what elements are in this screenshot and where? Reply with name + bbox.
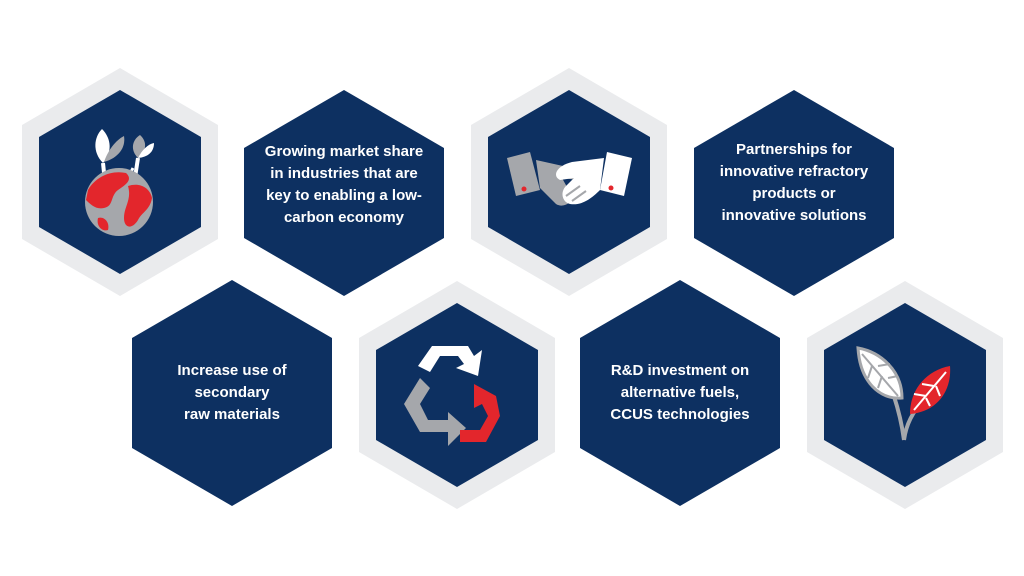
hex-tile-market-share (244, 90, 444, 296)
globe-with-sprouts-icon (85, 129, 154, 236)
hex-label-market-share: Growing market share in industries that … (264, 143, 424, 226)
hex-tile-leaves (807, 281, 1003, 509)
hex-tile-handshake (471, 68, 667, 296)
hex-tile-partnerships (694, 90, 894, 296)
hex-label-rnd: R&D investment on alternative fuels, CCU… (610, 362, 750, 423)
hex-tile-rnd (580, 280, 780, 506)
hex-label-partnerships: Partnerships for innovative refractory p… (719, 141, 869, 224)
leaves-icon (856, 346, 951, 441)
recycle-icon (404, 346, 500, 446)
hex-body (580, 280, 780, 506)
hex-body (376, 303, 538, 487)
hex-tile-secondary-materials (132, 280, 332, 506)
hex-body (488, 90, 650, 274)
hex-tile-globe (22, 68, 218, 296)
hex-label-secondary-materials: Increase use of secondary raw materials (177, 362, 287, 423)
hex-body (244, 90, 444, 296)
hex-body (694, 90, 894, 296)
hex-body (132, 280, 332, 506)
handshake-icon (507, 152, 632, 206)
hex-tile-recycle (359, 281, 555, 509)
